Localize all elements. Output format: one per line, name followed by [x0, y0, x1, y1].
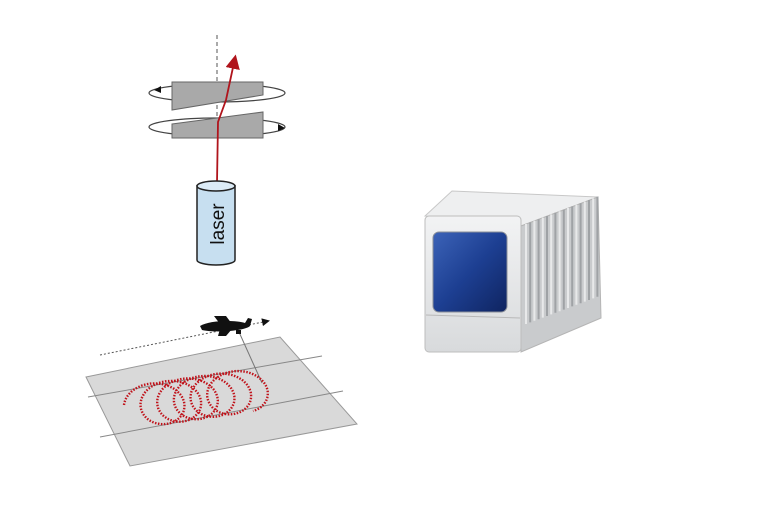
lidar-device: [423, 190, 602, 353]
rotation-arrow-icon: [278, 124, 285, 131]
scan-pattern: [122, 369, 269, 426]
airborne-scan: [85, 316, 358, 467]
flight-path: [99, 318, 270, 356]
flight-strip-line: [99, 390, 344, 438]
rotation-arrow-icon: [154, 86, 161, 93]
laser-beam: [216, 54, 240, 184]
nadir-line: [238, 331, 263, 384]
upper-wedge-prism: [171, 81, 264, 111]
ground-plane: [85, 336, 358, 467]
device-window: [432, 231, 508, 313]
heat-sink-fins: [525, 196, 599, 324]
laser-emitter: laser: [196, 180, 236, 266]
aircraft-icon: [200, 316, 252, 336]
prism-scanner: [148, 35, 286, 184]
laser-label: laser: [208, 203, 229, 245]
